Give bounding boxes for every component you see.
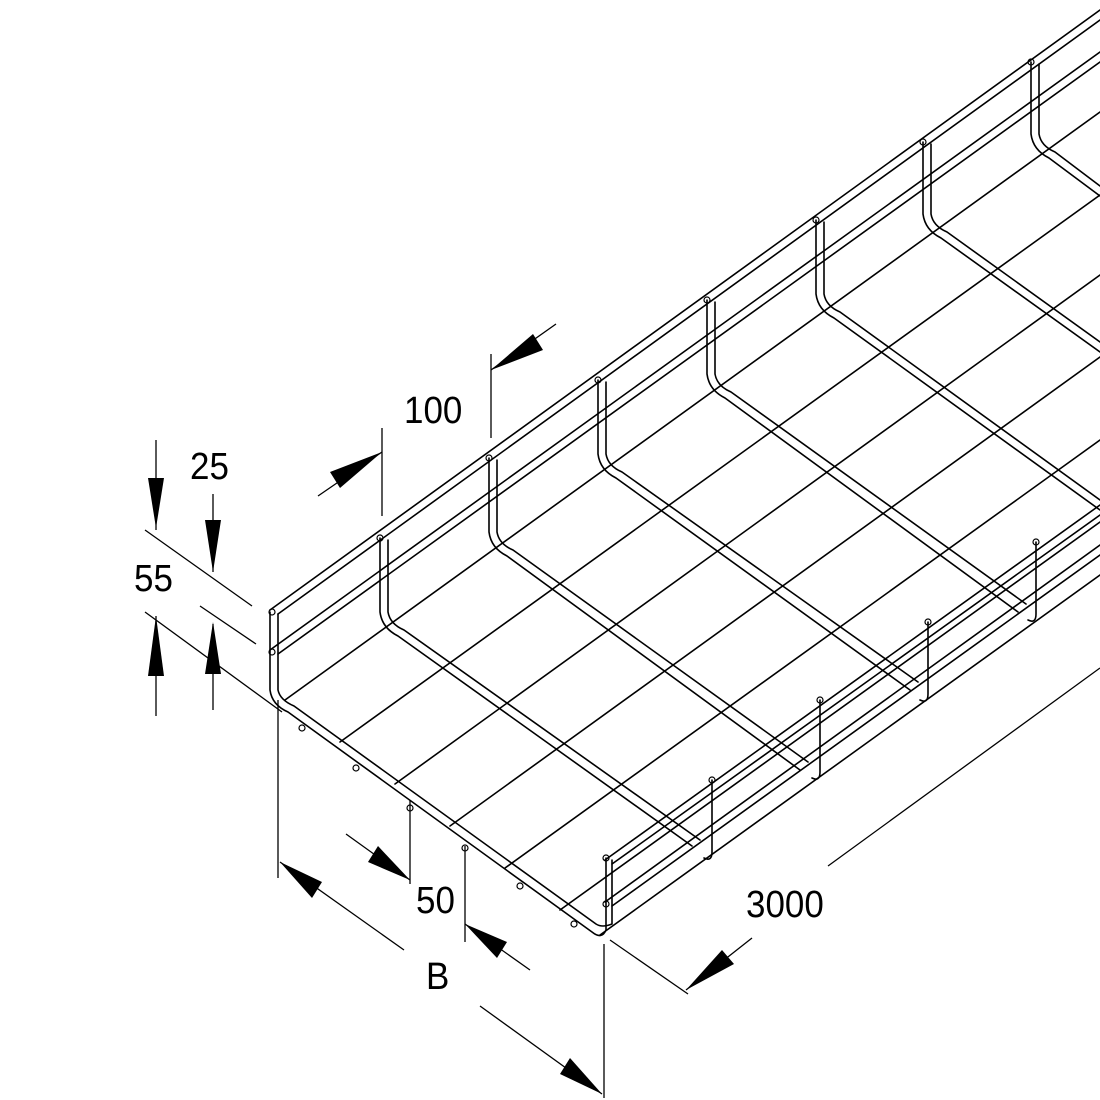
bottom-wire-1 (284, 111, 1100, 701)
cross-wire-5 (706, 299, 1019, 613)
cross-wire-6 (815, 219, 1100, 511)
dim-3000-arrow (686, 950, 734, 990)
right-top-rail (604, 504, 1100, 861)
bottom-wire-3 (394, 274, 1100, 785)
dim-100-arrow-right (491, 334, 543, 370)
tray-wireframe (268, 9, 1100, 937)
bottom-wire-6 (559, 521, 1100, 911)
dim-b-arrow-left (280, 862, 322, 898)
right-post-4 (1027, 541, 1037, 622)
cross-wire-5-inner (714, 301, 1027, 605)
front-cross-wire-inner (277, 613, 613, 927)
left-top-rail (269, 9, 1100, 611)
cross-wire-7-inner (930, 143, 1100, 343)
dim-25-arrow-bottom (205, 622, 221, 674)
dim-100-label: 100 (404, 390, 463, 432)
dim-25-arrow-top (205, 520, 221, 572)
right-post-2 (811, 699, 821, 780)
cross-wire-3 (488, 457, 801, 771)
left-mid-rail (269, 51, 1100, 651)
bottom-wire-2 (339, 194, 1100, 743)
right-post-1 (703, 779, 713, 860)
cross-wire-4-inner (605, 381, 919, 683)
dim-55-label: 55 (134, 558, 173, 600)
dim-50-arrow-left (368, 846, 410, 880)
dim-3000-label: 3000 (746, 884, 824, 926)
dim-25-label: 25 (190, 446, 229, 488)
cross-wire-3-inner (496, 459, 809, 763)
cross-wire-2 (379, 537, 693, 847)
dim-25-ext-mid (199, 605, 257, 645)
front-cross-wire (269, 611, 607, 937)
right-post-3 (919, 621, 929, 702)
cross-wire-6-inner (823, 221, 1100, 501)
left-mid-rail-inner (277, 61, 1100, 655)
dim-55-arrow-bottom (148, 616, 164, 676)
right-top-rail-inner (611, 514, 1100, 865)
dim-50-arrow-right (465, 924, 507, 958)
dim-3000-line-right (827, 667, 1100, 867)
cross-wire-8-inner (1038, 63, 1100, 187)
right-mid-rail-inner (611, 554, 1100, 907)
dim-b-arrow-right (560, 1058, 602, 1094)
cross-wire-2-inner (387, 539, 701, 841)
cross-wire-7 (922, 141, 1100, 353)
dim-100-arrow-left (330, 452, 382, 488)
dim-55-arrow-top (148, 478, 164, 528)
bottom-wire-7 (599, 574, 1100, 936)
dim-b-label: B (426, 956, 450, 998)
dimension-lines (144, 323, 1100, 1098)
dim-3000-ext (609, 939, 689, 995)
bottom-wire-4 (449, 356, 1100, 827)
bottom-wire-5 (504, 439, 1100, 869)
cross-wire-4 (597, 379, 911, 691)
dim-55-ext-top (144, 529, 253, 607)
dim-50-label: 50 (416, 880, 455, 922)
cross-wire-8 (1030, 61, 1100, 197)
left-top-rail-inner (277, 19, 1100, 615)
wire-ends (268, 58, 1040, 928)
